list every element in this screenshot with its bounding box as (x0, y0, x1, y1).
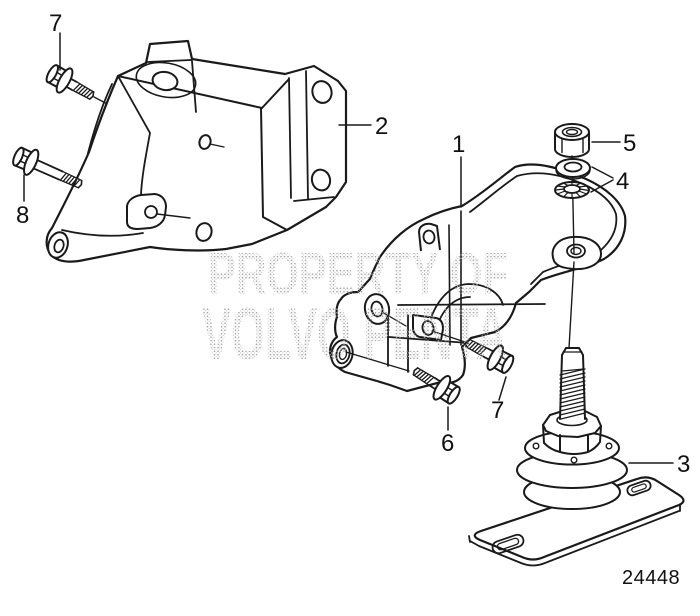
flange-bolt-7-top-drawing (41, 59, 101, 110)
washers-drawing (554, 158, 591, 199)
watermark-line-2: VOLVO PENTA (202, 294, 507, 375)
callout-6-label: 6 (441, 430, 454, 457)
callout-3-label: 3 (677, 451, 690, 478)
watermark: PROPERTY OF VOLVO PENTA (202, 241, 508, 375)
callout-7-top-label: 7 (49, 10, 62, 37)
callout-7-mid-label: 7 (491, 397, 504, 424)
locking-nut-drawing (554, 123, 590, 158)
engine-mount-drawing (468, 347, 685, 567)
watermark-line-1: PROPERTY OF (208, 241, 508, 307)
callout-1-label: 1 (452, 131, 465, 158)
rear-engine-bracket-drawing (45, 39, 348, 263)
figure-number: 24448 (622, 567, 680, 589)
callout-leader-lines (23, 32, 674, 464)
callout-labels: 7 8 2 1 5 4 3 7 6 (16, 10, 690, 478)
callout-5-label: 5 (623, 130, 636, 157)
callout-2-label: 2 (375, 113, 388, 140)
callout-8-label: 8 (16, 202, 29, 229)
callout-4-label: 4 (616, 168, 629, 195)
front-engine-bracket-drawing (328, 163, 627, 393)
